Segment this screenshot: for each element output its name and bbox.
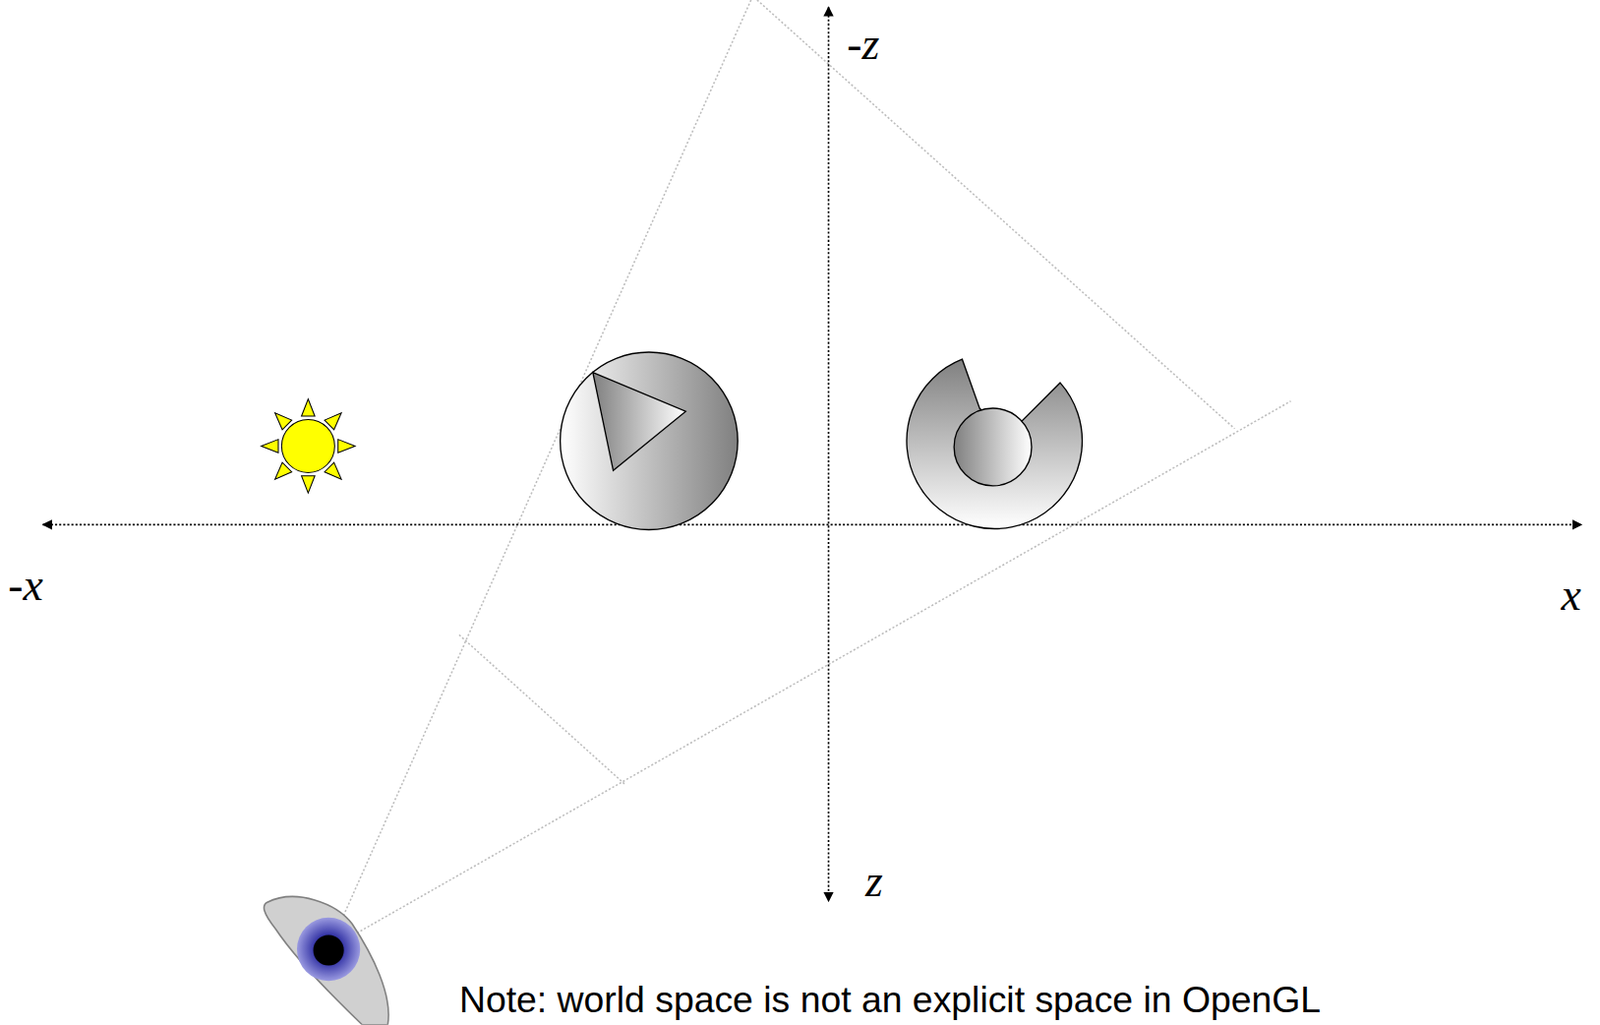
- view-frustum: [328, 0, 1291, 949]
- ring-object: [906, 358, 1082, 529]
- axis-label: x: [1561, 573, 1582, 619]
- note-text: Note: world space is not an explicit spa…: [459, 981, 1321, 1018]
- light-source: [261, 399, 356, 493]
- sun-ray: [301, 475, 316, 493]
- axis-label: -z: [846, 22, 880, 68]
- sun-ray: [301, 399, 316, 416]
- axes: [43, 6, 1583, 901]
- eye-viewer: [263, 896, 389, 1025]
- axis-label: z: [865, 859, 884, 905]
- sun-ray: [338, 439, 356, 454]
- axis-label: -x: [7, 563, 43, 609]
- sun-ray: [261, 439, 279, 454]
- sphere-object: [560, 352, 739, 531]
